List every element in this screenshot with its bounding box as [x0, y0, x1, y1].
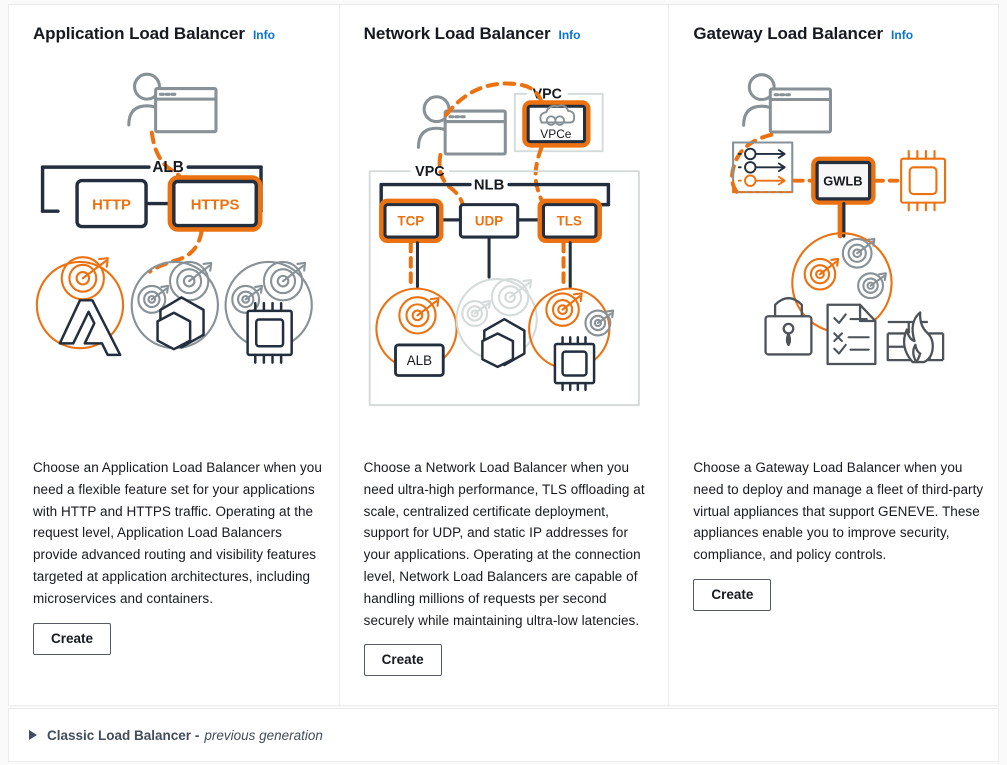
target-group-alb: ALB	[375, 287, 458, 377]
info-link-nlb[interactable]: Info	[558, 28, 581, 42]
create-button-alb[interactable]: Create	[33, 622, 112, 655]
traffic-path-user-to-vpce	[443, 81, 543, 117]
listener-udp: UDP	[458, 203, 519, 239]
policy-document-icon	[826, 303, 877, 366]
listener-https-selected: HTTPS	[167, 175, 263, 232]
vpce-label: VPCe	[540, 127, 572, 141]
target-icon	[262, 260, 307, 302]
page-title-alb: Application Load Balancer	[33, 24, 245, 43]
target-icon-small	[460, 299, 491, 327]
target-icon	[490, 278, 532, 317]
firewall-icon	[886, 311, 945, 364]
route-table-icon	[732, 141, 794, 194]
target-icon	[168, 260, 213, 302]
vpce-endpoint: VPCe	[521, 100, 591, 148]
alb-target-label: ALB	[406, 353, 431, 368]
traffic-path-listener-to-target	[147, 229, 204, 274]
target-group-container	[455, 278, 538, 369]
target-icon-small	[584, 309, 614, 337]
target-icon-lower	[857, 272, 888, 300]
listener-http: HTTP	[75, 178, 148, 229]
page-title-nlb: Network Load Balancer	[363, 24, 551, 43]
lambda-icon	[58, 299, 122, 357]
card-header-nlb: Network Load Balancer Info	[364, 23, 645, 45]
expander-sub-label: previous generation	[204, 727, 323, 743]
expander-text: Classic Load Balancer - previous generat…	[47, 728, 323, 743]
diagram-nlb: VPC VPCe	[368, 81, 640, 407]
traffic-path-user-to-listener	[149, 130, 189, 197]
target-group-container	[130, 260, 219, 351]
card-body-alb: Choose an Application Load Balancer when…	[33, 457, 327, 655]
create-button-gwlb[interactable]: Create	[693, 578, 772, 611]
gwlb-label: GWLB	[824, 173, 863, 188]
ec2-instance-icon	[553, 336, 595, 392]
card-gateway-load-balancer[interactable]: Gateway Load Balancer Info	[668, 5, 999, 705]
container-icon	[156, 296, 205, 351]
gwlb-box: GWLB	[811, 156, 876, 205]
target-group-lambda	[35, 256, 125, 357]
nlb-bracket	[379, 182, 610, 207]
svg-text:UDP: UDP	[475, 214, 503, 229]
description-nlb: Choose a Network Load Balancer when you …	[363, 460, 645, 628]
target-icon-small	[137, 284, 170, 314]
target-icon	[544, 292, 583, 327]
target-group-instance	[527, 287, 614, 392]
cloud-icon	[539, 104, 575, 126]
page-title-gwlb: Gateway Load Balancer	[693, 24, 884, 43]
card-header-alb: Application Load Balancer Info	[33, 23, 315, 45]
classic-load-balancer-expander[interactable]: Classic Load Balancer - previous generat…	[8, 708, 999, 762]
target-icon-small	[231, 284, 264, 314]
browser-window-icon	[443, 109, 507, 156]
browser-window-icon	[769, 87, 833, 134]
listener-tcp-selected: TCP	[378, 198, 444, 244]
appliance-instance-icon	[900, 150, 947, 212]
browser-window-icon	[154, 87, 218, 134]
diagram-alb: ALB HTTP HTTPS	[35, 72, 313, 364]
svg-text:TLS: TLS	[556, 214, 581, 229]
info-link-alb[interactable]: Info	[252, 28, 275, 42]
svg-text:HTTP: HTTP	[92, 197, 131, 213]
svg-text:HTTPS: HTTPS	[191, 197, 240, 213]
target-icon	[60, 256, 109, 301]
nlb-label: NLB	[474, 177, 504, 193]
lb-type-cards: Application Load Balancer Info	[8, 4, 999, 706]
traffic-path-user-to-tcp	[437, 152, 465, 213]
target-icon-upper	[842, 237, 876, 269]
card-body-gwlb: Choose a Gateway Load Balancer when you …	[693, 457, 987, 611]
container-icon	[480, 317, 526, 369]
card-network-load-balancer[interactable]: Network Load Balancer Info VPC	[338, 5, 669, 705]
lock-icon	[764, 296, 813, 356]
target-group-instance	[224, 260, 313, 364]
description-alb: Choose an Application Load Balancer when…	[33, 460, 322, 606]
card-header-gwlb: Gateway Load Balancer Info	[693, 23, 974, 45]
ec2-instance-icon	[246, 301, 293, 364]
target-icon	[397, 296, 440, 335]
svg-text:TCP: TCP	[397, 214, 424, 229]
target-icon	[803, 257, 840, 291]
vpc-container-main: VPC	[368, 164, 640, 407]
card-application-load-balancer[interactable]: Application Load Balancer Info	[9, 5, 339, 705]
create-button-nlb[interactable]: Create	[363, 644, 442, 677]
listener-tls-selected: TLS	[537, 198, 602, 244]
description-gwlb: Choose a Gateway Load Balancer when you …	[693, 460, 984, 563]
diagram-gwlb: GWLB	[730, 73, 947, 366]
vpc-label-main: VPC	[415, 164, 444, 180]
alb-label: ALB	[152, 159, 183, 176]
expander-label: Classic Load Balancer -	[47, 727, 200, 743]
card-body-nlb: Choose a Network Load Balancer when you …	[363, 457, 658, 677]
chevron-right-icon[interactable]	[29, 730, 37, 740]
info-link-gwlb[interactable]: Info	[891, 28, 914, 42]
